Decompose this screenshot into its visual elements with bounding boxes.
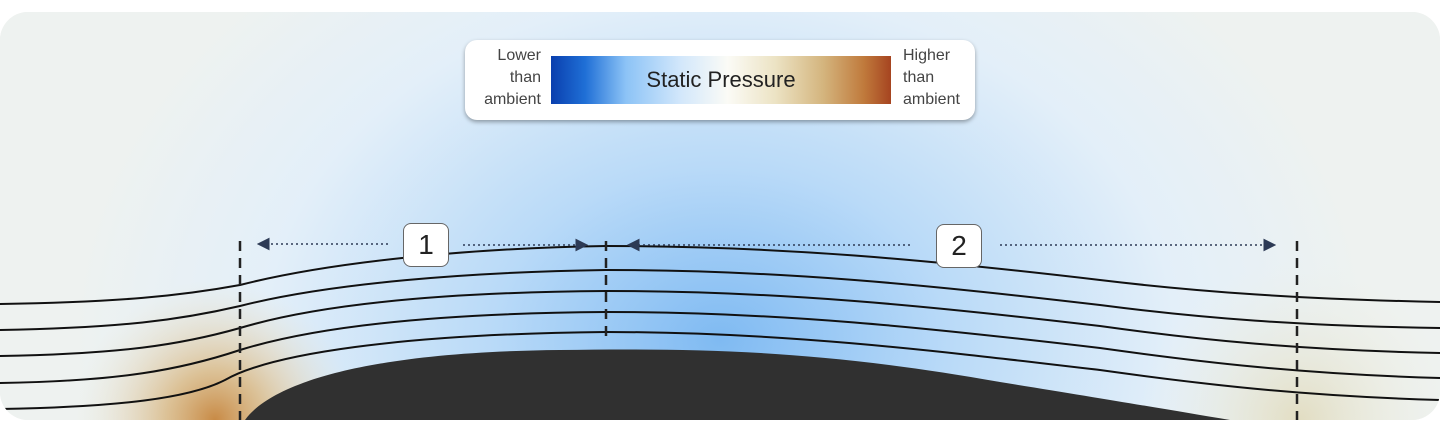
streamline [0, 289, 1440, 357]
streamlines [0, 244, 1440, 410]
streamline [0, 310, 1440, 384]
streamline [0, 330, 1440, 410]
streamline [0, 244, 1440, 305]
legend-low-label: Lower than ambient [484, 47, 541, 108]
legend-high-label: Higher than ambient [903, 47, 960, 108]
pressure-color-scale: Static Pressure [551, 56, 891, 104]
section-label-1: 1 [403, 223, 449, 267]
legend-title: Static Pressure [646, 67, 796, 92]
airfoil-body [245, 349, 1230, 420]
station-lines [238, 241, 1299, 420]
section-arrows [256, 237, 1277, 252]
pressure-legend: Lower than ambient Static Pressure Highe… [465, 40, 975, 120]
streamline [0, 268, 1440, 331]
section-label-2: 2 [936, 224, 982, 268]
